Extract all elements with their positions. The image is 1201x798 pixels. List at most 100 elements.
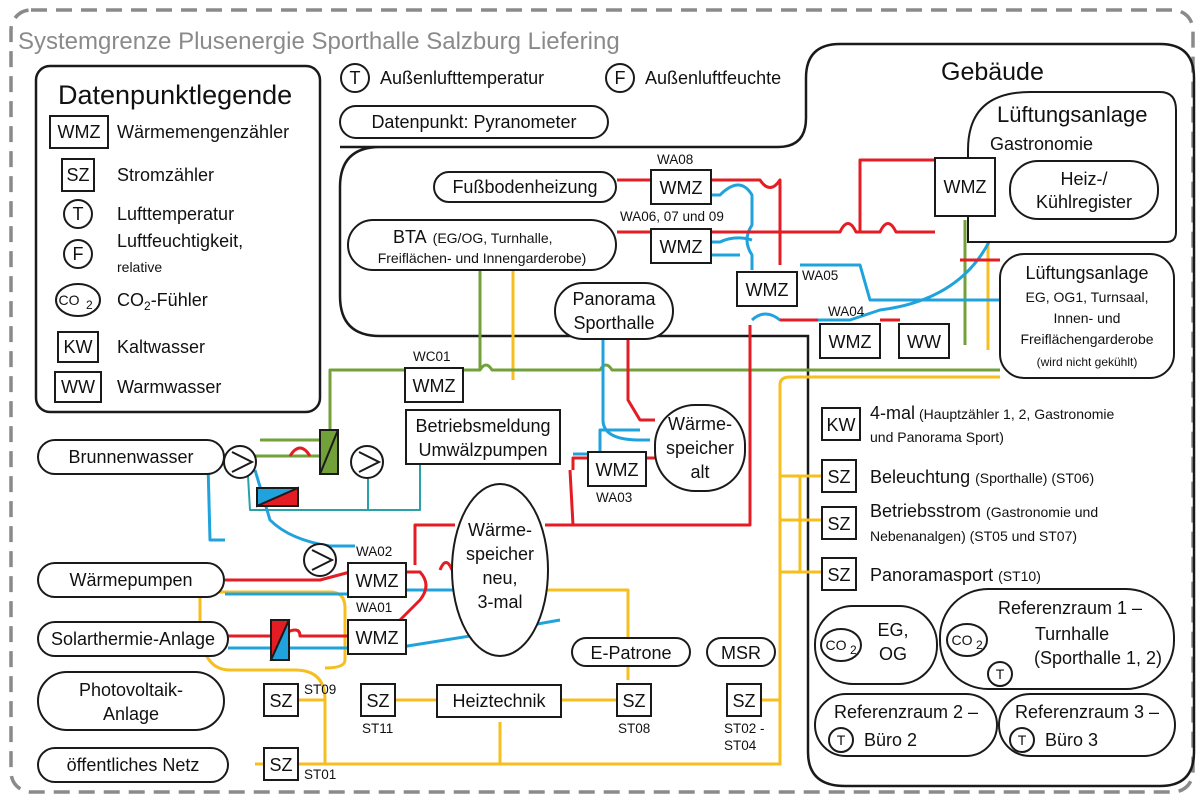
cold-water-meter: KW 4-mal(Hauptzähler 1, 2, Gastronomie u… [821,403,1115,445]
ref1-co2-symbol: CO [952,632,973,648]
st09-code: ST09 [304,682,336,697]
ref2-temp-symbol: T [837,732,846,748]
legend-panel [34,64,322,414]
panorama-line1: Panorama [572,289,656,309]
msr-box [706,637,776,667]
co2-room-symbol: CO [826,637,847,653]
co2-room-symbol-sub: 2 [850,643,857,657]
pyranometer-box [339,105,609,139]
co2-room-line2: OG [879,644,907,664]
legend-co2-symbol [55,283,101,317]
heiztechnik-label: Heiztechnik [452,691,546,711]
source-photovoltaic-line2: Anlage [103,704,159,724]
ref1-line1: Referenzraum 1 – [998,598,1142,618]
operating-sz-text: SZ [827,514,850,534]
heat-meter-wa08: WMZ WA08 [650,152,712,205]
legend-hum-label: Luftfeuchtigkeit, [117,231,243,251]
st01-sz-text: SZ [269,755,292,775]
legend-wmz-symbol [49,115,109,149]
legend-ww-label: Warmwasser [117,377,221,397]
legend-sz-symbol [61,158,95,192]
storage-new-line4: 3-mal [477,592,522,612]
power-meter-st02: SZ ST02 - ST04 [724,683,765,753]
lighting-sz-text: SZ [827,467,850,487]
heiztechnik-box [436,684,562,718]
wa08-code: WA08 [657,152,693,167]
building-heading: Gebäude [941,58,1044,86]
source-well-water-label: Brunnenwasser [68,447,193,467]
pump-icon [350,445,384,479]
operating-label: Betriebsstrom(Gastronomie und [870,501,1098,521]
legend-hum-text: F [73,244,84,264]
st02-code: ST02 - [724,721,765,736]
kw-meter-label: 4-mal(Hauptzähler 1, 2, Gastronomie [870,403,1115,423]
outdoor-temp-icon [340,63,370,93]
kw-meter-detail: und Panorama Sport) [870,429,1004,445]
heat-meter-wa05: WMZ WA05 [736,268,838,307]
legend-ww-text: WW [61,377,95,397]
ventilation-main-line4: Freiflächengarderobe [1020,331,1153,347]
source-public-grid-label: öffentliches Netz [67,755,200,775]
pyranometer-label: Datenpunkt: Pyranometer [371,112,576,132]
legend-ww-symbol [54,371,102,403]
ref3-line1: Referenzraum 3 – [1015,702,1159,722]
storage-old [654,404,746,492]
power-meter-lighting: SZ Beleuchtung(Sporthalle) (ST06) [821,459,1094,493]
st08-sz-text: SZ [622,691,645,711]
st11-sz-text: SZ [366,691,389,711]
heat-meter-wa06: WMZ WA06, 07 und 09 [620,209,724,264]
heat-meter-wc01: WMZ WC01 [404,349,464,403]
legend-hum-label2: relative [117,259,162,275]
storage-new-line2: speicher [466,544,534,564]
floor-heating-label: Fußbodenheizung [452,177,597,197]
reference-room-2 [814,693,998,757]
co2-sensor-icon [946,623,988,657]
st01-code: ST01 [304,767,336,782]
wa03-wmz-text: WMZ [596,460,639,480]
ref3-line2: Büro 3 [1045,730,1098,750]
wa05-code: WA05 [802,268,838,283]
ref1-co2-symbol-sub: 2 [976,638,983,652]
bta-label: BTA(EG/OG, Turnhalle, [393,227,553,247]
power-meter-st11: SZ ST11 [360,683,396,736]
co2-sensor-icon [820,628,862,662]
legend-co2-label: CO2-Fühler [117,290,208,313]
source-solar-thermal [37,621,229,657]
storage-new [451,483,549,657]
source-solar-thermal-label: Solarthermie-Anlage [51,629,215,649]
heat-exchanger-icon [319,429,339,475]
ref1-line3: (Sporthalle 1, 2) [1034,648,1162,668]
ventilation-main-title: Lüftungsanlage [1025,263,1148,283]
panorama-meter-label: Panoramasport(ST10) [870,565,1041,585]
ventilation-gastro-title: Lüftungsanlage [997,102,1147,127]
ref2-line2: Büro 2 [864,730,917,750]
ventilation-main-line2: EG, OG1, Turnsaal, [1026,289,1149,305]
wa02-wmz-text: WMZ [356,571,399,591]
hot-water-meter: WW [898,323,950,359]
heat-meter-wa03: WMZ WA03 [587,451,647,505]
outdoor-humidity-label: Außenluftfeuchte [645,68,781,88]
ref1-line2: Turnhalle [1035,624,1109,644]
legend-temp-text: T [73,204,84,224]
wa01-wmz-text: WMZ [356,628,399,648]
power-meter-st08: SZ ST08 [616,683,652,736]
wa06-wmz-text: WMZ [660,237,703,257]
heat-exchanger-icon [256,486,299,508]
outdoor-humidity-icon [605,63,635,93]
panorama-sz-text: SZ [827,565,850,585]
storage-old-line2: speicher [666,438,734,458]
outdoor-temp-label: Außenlufttemperatur [380,68,544,88]
panorama-box [554,282,674,340]
lighting-label: Beleuchtung(Sporthalle) (ST06) [870,467,1094,487]
legend-sz-label: Stromzähler [117,165,214,185]
co2-room-eg-og [814,605,938,685]
temp-sensor-icon [1009,727,1035,753]
ventilation-gastro-sub: Gastronomie [990,134,1093,154]
wa02-code: WA02 [356,544,392,559]
legend-sz-text: SZ [66,165,89,185]
storage-new-line1: Wärme- [468,520,532,540]
ventilation-main-line3: Innen- und [1054,310,1121,326]
wa08-wmz-text: WMZ [660,178,703,198]
st09-sz-text: SZ [269,691,292,711]
